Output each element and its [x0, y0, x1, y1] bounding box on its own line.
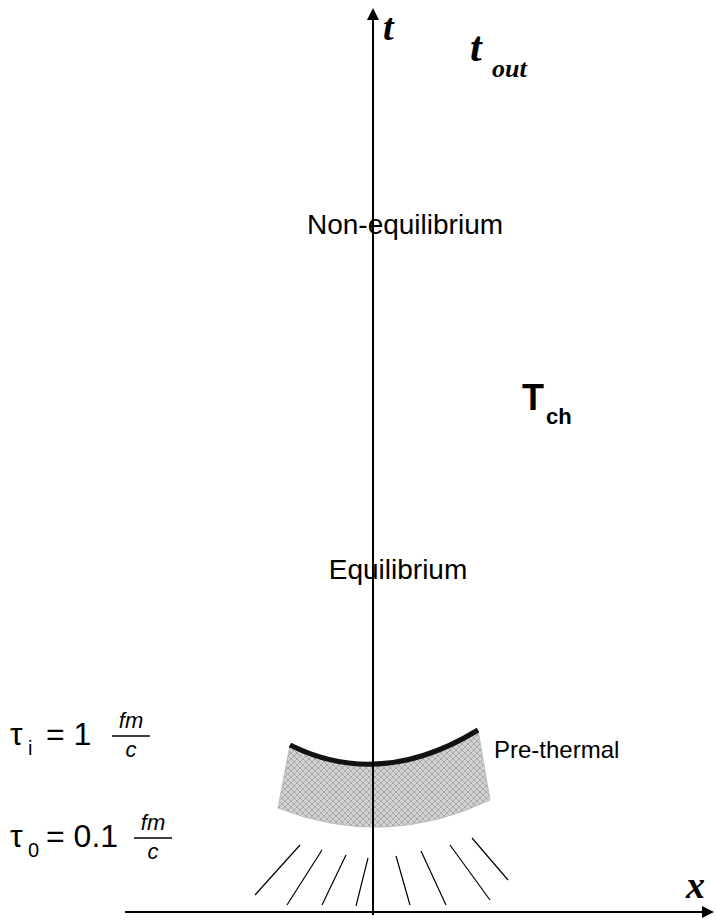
initial-surface: [290, 730, 478, 764]
temperature-label: T: [522, 380, 544, 416]
equation: = 1: [46, 718, 91, 750]
non-equilibrium-region-outline: [195, 85, 705, 778]
region-title: Non-equilibrium: [307, 211, 503, 239]
flow-arrows: [215, 300, 520, 562]
fraction-bar: [134, 837, 172, 839]
unit-denominator: c: [148, 841, 159, 863]
thermal-squiggles: [298, 455, 474, 710]
symbol: τ: [10, 820, 23, 852]
time-axis: [372, 10, 374, 915]
subscript: out: [492, 56, 527, 82]
non-equilibrium-region: Non-equilibriumEquilibrium: [180, 80, 710, 780]
unit-numerator: fm: [119, 710, 143, 732]
subscript: 0: [28, 840, 39, 860]
space-axis: [125, 911, 712, 913]
non-equilibrium-region-shape: [180, 80, 710, 780]
axis-label: t: [383, 8, 394, 46]
equilibrium-region-outline: [267, 352, 518, 761]
time-label: t: [470, 26, 482, 68]
unit-denominator: c: [126, 739, 137, 761]
equilibrium-region: Equilibrium: [260, 345, 525, 790]
collision-lines: [255, 838, 508, 906]
region-label: Pre-thermal: [494, 738, 619, 762]
equation: = 0.1: [46, 820, 118, 852]
subscript: ch: [546, 406, 572, 428]
symbol: τ: [10, 718, 23, 750]
pre-thermal-band: [278, 730, 490, 827]
fraction-bar: [112, 735, 150, 737]
axis-label: x: [686, 866, 705, 904]
subscript: i: [28, 738, 32, 758]
unit-numerator: fm: [141, 812, 165, 834]
region-title: Equilibrium: [329, 556, 468, 584]
